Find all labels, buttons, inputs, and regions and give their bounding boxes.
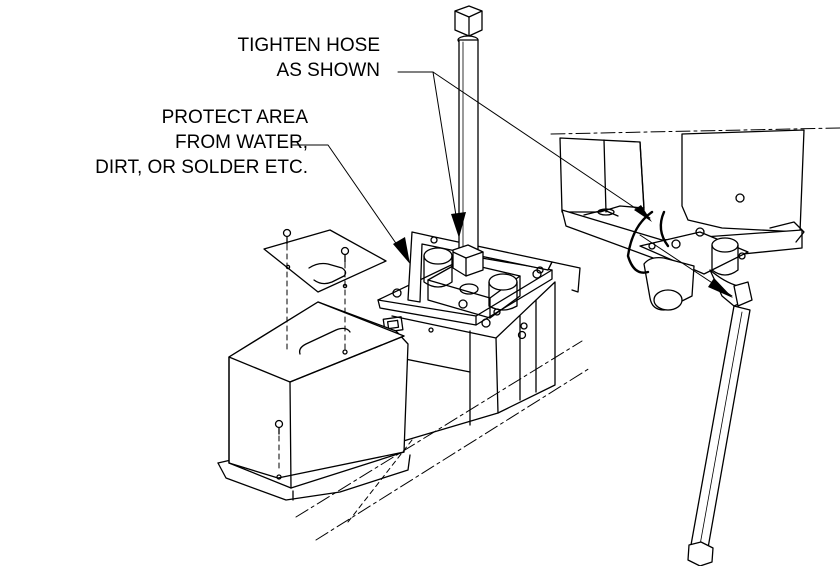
assembly-lines bbox=[278, 244, 413, 523]
right-unit bbox=[559, 129, 805, 567]
arrow-protect-right bbox=[708, 278, 733, 298]
valve-assembly bbox=[377, 231, 581, 330]
arrow-tighten-left bbox=[451, 212, 466, 238]
hose-left bbox=[452, 5, 484, 277]
construction-lines bbox=[295, 127, 840, 541]
leader-lines bbox=[291, 71, 733, 297]
screws bbox=[274, 228, 350, 435]
callout-protect-area: PROTECT AREA FROM WATER, DIRT, OR SOLDER… bbox=[95, 105, 308, 180]
callout-protect-line3: DIRT, OR SOLDER ETC. bbox=[95, 157, 308, 178]
arrow-tighten-right bbox=[634, 205, 652, 222]
cover-plate bbox=[263, 229, 387, 293]
arrowheads bbox=[393, 205, 733, 298]
callout-tighten-hose: TIGHTEN HOSE AS SHOWN bbox=[237, 33, 380, 83]
arrow-protect bbox=[393, 237, 410, 264]
callout-protect-line2: FROM WATER, bbox=[175, 132, 308, 153]
shroud-box bbox=[228, 301, 409, 489]
callout-protect-line1: PROTECT AREA bbox=[161, 107, 308, 128]
callout-tighten-line1: TIGHTEN HOSE bbox=[237, 35, 380, 56]
callout-tighten-line2: AS SHOWN bbox=[276, 60, 380, 81]
